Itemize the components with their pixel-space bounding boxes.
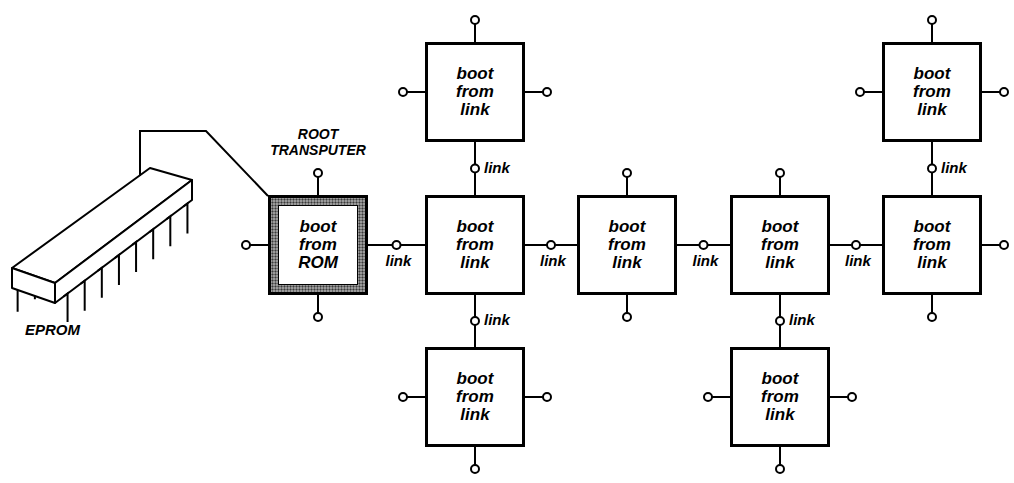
link-label: link (483, 312, 511, 329)
eprom-chip (12, 168, 192, 303)
transputer-box: boot from link (730, 347, 830, 447)
link-terminal (704, 393, 712, 401)
link-terminal (314, 169, 322, 177)
rom-wire (140, 131, 268, 196)
link-terminal (776, 169, 784, 177)
link-label: link (539, 253, 567, 270)
link-terminal (928, 165, 936, 173)
boot-mode-text: boot from link (903, 218, 961, 272)
link-terminal (700, 241, 708, 249)
link-terminal (314, 313, 322, 321)
boot-mode-text: boot from link (751, 370, 809, 424)
link-terminal (848, 393, 856, 401)
transputer-box: boot from link (882, 195, 982, 295)
link-terminal (623, 169, 631, 177)
link-terminal (928, 16, 936, 24)
part-label: EPROM (24, 322, 81, 339)
chip-front-pins (64, 203, 188, 323)
root-inner-frame: boot from ROM (278, 205, 358, 285)
link-stubs (242, 16, 1008, 473)
transputer-box: boot from link (577, 195, 677, 295)
boot-mode-text: boot from link (446, 218, 504, 272)
link-terminal (623, 313, 631, 321)
link-label: link (692, 253, 720, 270)
link-terminal (543, 393, 551, 401)
transputer-box: boot from link (425, 42, 525, 142)
link-label: link (844, 253, 872, 270)
boot-mode-text: boot from link (751, 218, 809, 272)
link-terminal (393, 241, 401, 249)
link-terminal (471, 317, 479, 325)
boot-mode-text: boot from ROM (289, 218, 347, 272)
link-terminal (928, 313, 936, 321)
link-label: link (385, 253, 413, 270)
root-transputer: boot from ROMROOT TRANSPUTER (268, 195, 368, 295)
link-terminal (856, 88, 864, 96)
link-terminal (852, 241, 860, 249)
link-terminal (399, 393, 407, 401)
boot-mode-text: boot from link (446, 370, 504, 424)
boot-mode-text: boot from link (446, 65, 504, 119)
transputer-box: boot from link (425, 195, 525, 295)
boot-mode-text: boot from link (903, 65, 961, 119)
link-terminal (547, 241, 555, 249)
link-terminal (471, 16, 479, 24)
link-terminal (399, 88, 407, 96)
boot-mode-text: boot from link (598, 218, 656, 272)
link-terminal (776, 465, 784, 473)
link-terminal (471, 165, 479, 173)
transputer-box: boot from link (730, 195, 830, 295)
link-label: link (940, 160, 968, 177)
link-label: link (788, 312, 816, 329)
link-terminal (1000, 241, 1008, 249)
transputer-box: boot from link (882, 42, 982, 142)
link-terminal (543, 88, 551, 96)
link-label: link (483, 160, 511, 177)
node-heading: ROOT TRANSPUTER (258, 127, 378, 158)
link-terminal (471, 465, 479, 473)
link-terminal (776, 317, 784, 325)
transputer-box: boot from link (425, 347, 525, 447)
link-terminal (242, 241, 250, 249)
link-terminal (1000, 88, 1008, 96)
